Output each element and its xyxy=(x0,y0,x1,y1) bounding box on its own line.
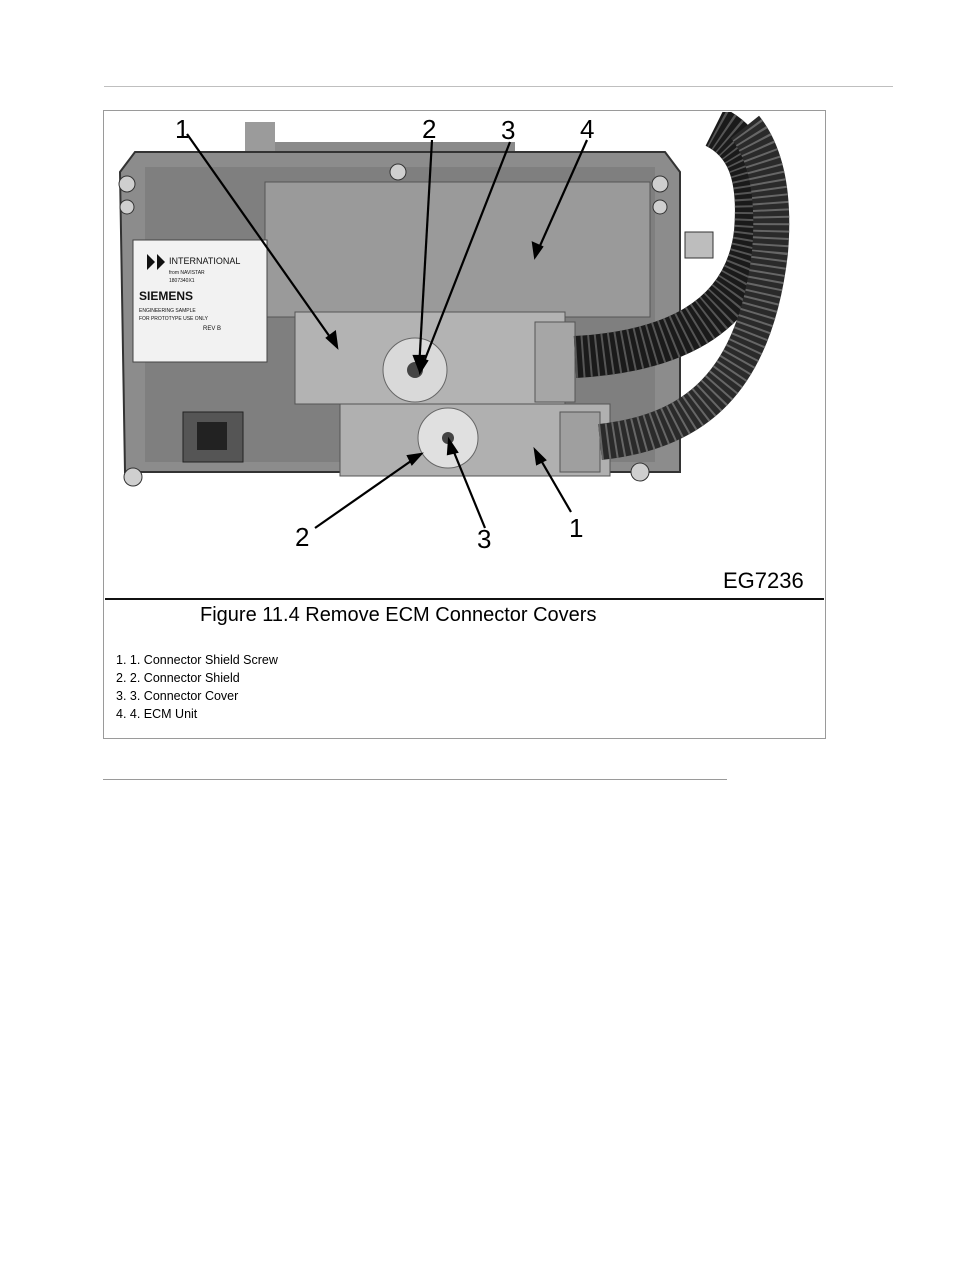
callout-4-top: 4 xyxy=(580,114,594,144)
figure-frame: INTERNATIONAL from NAVISTAR 1807340X1 SI… xyxy=(103,110,826,739)
figure-caption: Figure 11.4 Remove ECM Connector Covers xyxy=(200,604,597,626)
legend-item: 3. 3. Connector Cover xyxy=(116,689,239,703)
ecm-illustration: INTERNATIONAL from NAVISTAR 1807340X1 SI… xyxy=(105,112,824,598)
ecm-photo: INTERNATIONAL from NAVISTAR 1807340X1 SI… xyxy=(105,112,824,600)
sticker-maker: SIEMENS xyxy=(139,289,193,303)
callout-3-bottom: 3 xyxy=(477,524,491,554)
legend-item: 4. 4. ECM Unit xyxy=(116,707,198,721)
sticker-line2: 1807340X1 xyxy=(169,278,195,284)
sticker-line3: ENGINEERING SAMPLE xyxy=(139,308,196,314)
legend-item: 2. 2. Connector Shield xyxy=(116,671,240,685)
bottom-divider xyxy=(103,779,727,780)
sticker-line1: from NAVISTAR xyxy=(169,270,205,276)
sticker-line4: FOR PROTOTYPE USE ONLY xyxy=(139,316,209,322)
legend-item: 1. 1. Connector Shield Screw xyxy=(116,653,278,667)
callout-1-top: 1 xyxy=(175,114,189,144)
figure-legend: 1. 1. Connector Shield Screw 2. 2. Conne… xyxy=(116,651,278,723)
callout-1-bottom: 1 xyxy=(569,513,583,543)
sticker-brand: INTERNATIONAL xyxy=(169,256,240,266)
figure-code: EG7236 xyxy=(723,568,804,593)
top-divider xyxy=(104,86,893,87)
callout-2-top: 2 xyxy=(422,114,436,144)
callout-3-top: 3 xyxy=(501,115,515,145)
sticker-rev: REV B xyxy=(203,326,221,332)
callout-2-bottom: 2 xyxy=(295,522,309,552)
